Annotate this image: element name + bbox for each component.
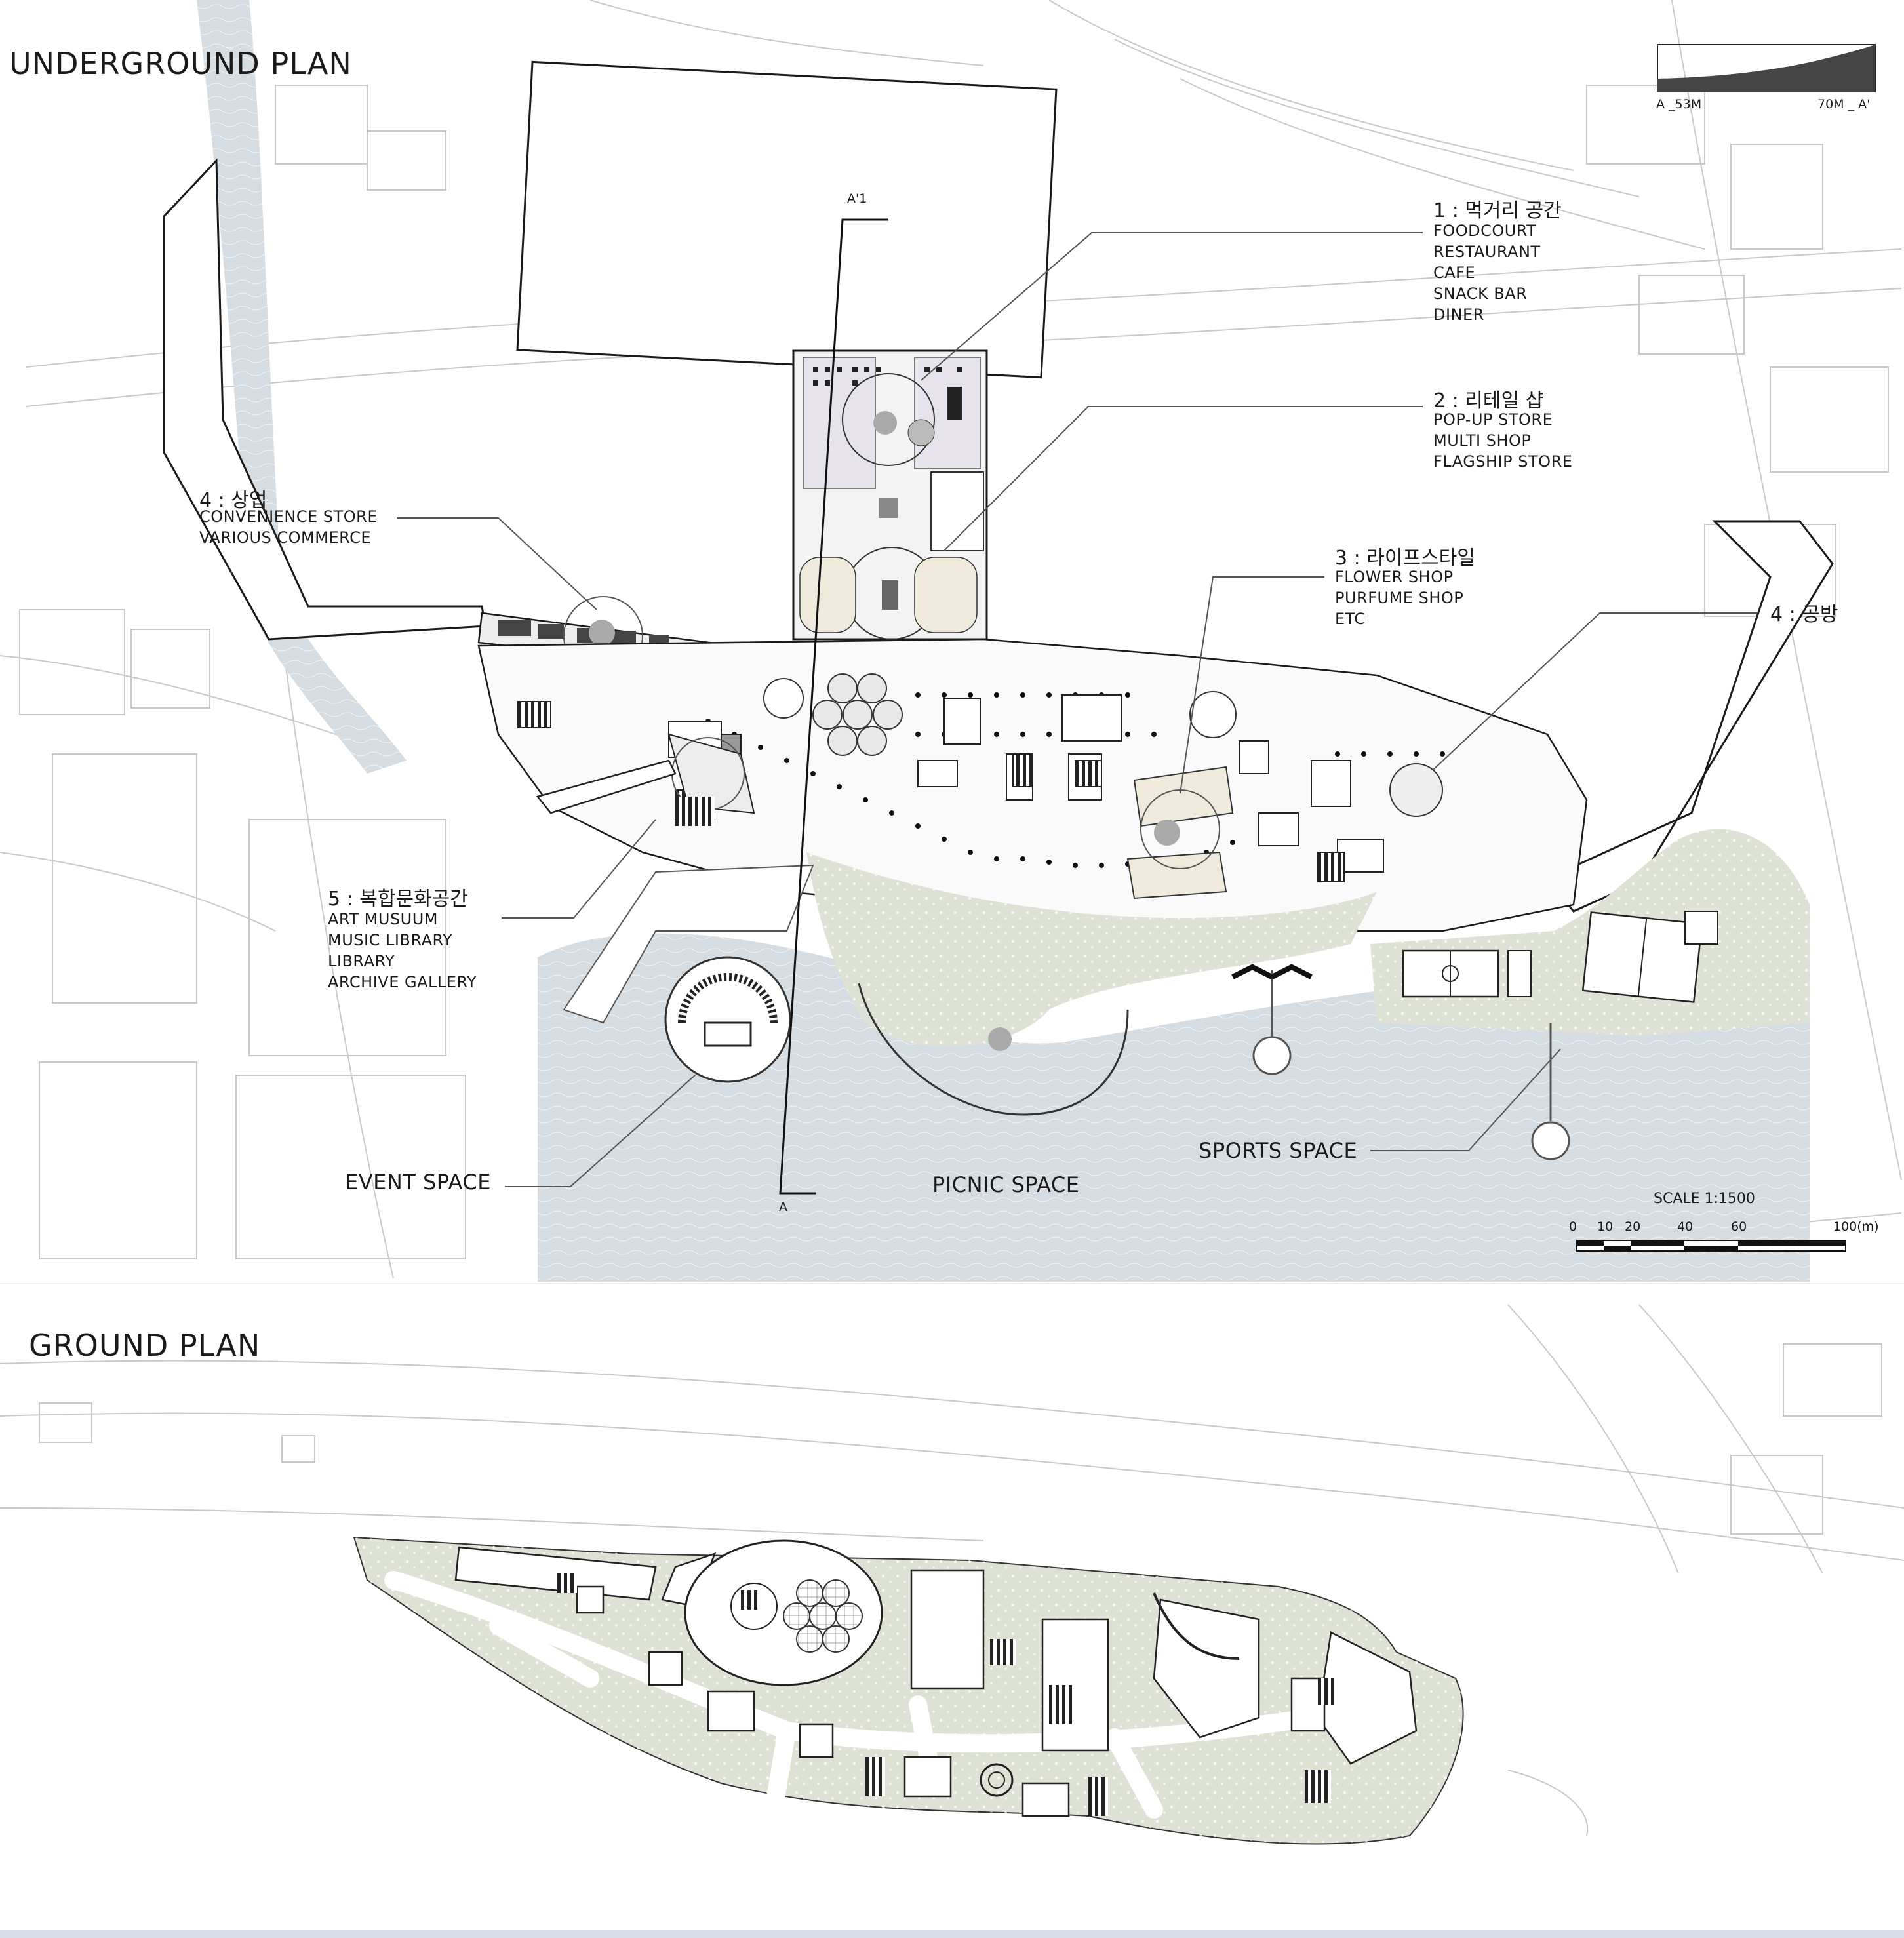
program-retail-heading: 2 : 리테일 샵 <box>1433 389 1544 412</box>
elevation-profile <box>1657 45 1875 92</box>
program-foodcourt-item-3: CAFE <box>1433 264 1476 282</box>
scale-tick-0: 0 <box>1569 1219 1577 1234</box>
picnic-green-pattern <box>806 852 1377 1047</box>
east-arm-outline <box>1545 520 1834 913</box>
plaza-buildings <box>517 694 1384 882</box>
ground-arc-building <box>1153 1592 1240 1660</box>
program-foodcourt-item-4: SNACK BAR <box>1433 285 1528 303</box>
section-line <box>779 218 888 1195</box>
lifestyle-grey-dot <box>1154 820 1180 846</box>
food-court-atrium-1 <box>842 373 935 466</box>
underground-plan-title: UNDERGROUND PLAN <box>9 46 352 81</box>
program-lifestyle-item-3: ETC <box>1335 610 1366 628</box>
program-lifestyle-item-2: PURFUME SHOP <box>1335 589 1464 607</box>
workshop-callout <box>1389 763 1443 817</box>
event-space-label: EVENT SPACE <box>345 1170 491 1195</box>
scale-tick-100: 100(m) <box>1833 1219 1879 1234</box>
program-culture-item-4: ARCHIVE GALLERY <box>328 973 477 991</box>
program-commerce-heading: 4 : 상업 <box>199 489 268 512</box>
food-court-beige-left <box>799 557 856 633</box>
program-culture-item-2: MUSIC LIBRARY <box>328 931 453 949</box>
sports-space-label: SPORTS SPACE <box>1199 1138 1358 1163</box>
pier-1 <box>1252 1036 1292 1075</box>
culture-building <box>667 733 755 814</box>
ground-fountain-inner <box>988 1771 1005 1789</box>
picnic-space-label: PICNIC SPACE <box>932 1172 1080 1197</box>
program-foodcourt-item-1: FOODCOURT <box>1433 222 1537 240</box>
food-court-tables <box>813 367 962 610</box>
leader-lines <box>397 232 1757 1187</box>
program-culture-item-3: LIBRARY <box>328 952 395 970</box>
food-court-circle-grey <box>873 411 897 435</box>
pier-2 <box>1531 1121 1570 1160</box>
food-court-core <box>907 419 935 446</box>
program-lifestyle-item-1: FLOWER SHOP <box>1335 568 1454 586</box>
scale-bar <box>1576 1240 1846 1252</box>
program-retail-item-3: FLAGSHIP STORE <box>1433 452 1573 471</box>
ground-fountain <box>980 1763 1014 1797</box>
scale-label: SCALE 1:1500 <box>1654 1191 1755 1207</box>
retail-block <box>930 471 984 551</box>
ground-plan-title: GROUND PLAN <box>29 1328 261 1363</box>
program-commerce-item-2: VARIOUS COMMERCE <box>199 528 372 547</box>
small-court <box>1507 950 1532 997</box>
amphitheatre-seats <box>678 973 778 1023</box>
section-marker-a1: A'1 <box>847 191 867 206</box>
commerce-grey-dot <box>589 620 615 646</box>
program-culture-heading: 5 : 복합문화공간 <box>328 888 468 911</box>
hex-cluster <box>812 673 903 756</box>
program-retail-item-1: POP-UP STORE <box>1433 410 1553 429</box>
amphitheatre-stage <box>704 1021 752 1047</box>
scale-tick-10: 10 <box>1597 1219 1614 1234</box>
food-court-purple-left <box>803 357 876 489</box>
event-amphitheatre <box>664 956 791 1083</box>
food-court-beige-right <box>914 557 978 633</box>
section-marker-a: A <box>779 1200 787 1214</box>
basketball-center <box>1442 965 1459 982</box>
program-foodcourt-heading: 1 : 먹거리 공간 <box>1433 199 1562 222</box>
ground-buildings <box>454 1546 1418 1817</box>
ground-context <box>0 1304 1904 1938</box>
program-foodcourt-item-5: DINER <box>1433 306 1484 324</box>
elevation-label-right: 70M _ A' <box>1817 97 1871 111</box>
west-arm-outline <box>163 158 486 641</box>
scale-tick-20: 20 <box>1625 1219 1641 1234</box>
program-culture-item-1: ART MUSUUM <box>328 910 438 928</box>
lifestyle-block <box>1133 766 1234 827</box>
scale-tick-60: 60 <box>1731 1219 1747 1234</box>
program-retail-item-2: MULTI SHOP <box>1433 431 1532 450</box>
plaza-round-pavilion <box>763 678 804 719</box>
culture-stair <box>675 797 715 826</box>
program-foodcourt-item-2: RESTAURANT <box>1433 243 1541 261</box>
bridge-zigzag <box>1231 964 1313 980</box>
workshop-round <box>1189 691 1237 738</box>
program-lifestyle-heading: 3 : 라이프스타일 <box>1335 547 1475 570</box>
ground-hatches <box>557 1573 1338 1816</box>
elevation-label-left: A _53M <box>1656 97 1702 111</box>
program-workshop-heading: 4 : 공방 <box>1770 603 1838 626</box>
football-midline <box>1637 918 1648 997</box>
north-block-outline <box>516 60 1058 379</box>
picnic-arc <box>858 983 1129 1116</box>
lifestyle-block-2 <box>1126 851 1227 900</box>
west-road <box>536 759 677 814</box>
ground-hex-cluster <box>783 1579 863 1653</box>
scale-tick-40: 40 <box>1677 1219 1694 1234</box>
picnic-grey-dot <box>988 1027 1012 1051</box>
sports-box <box>1684 911 1718 945</box>
event-road <box>563 864 814 1024</box>
program-commerce-item-1: CONVENIENCE STORE <box>199 507 378 526</box>
